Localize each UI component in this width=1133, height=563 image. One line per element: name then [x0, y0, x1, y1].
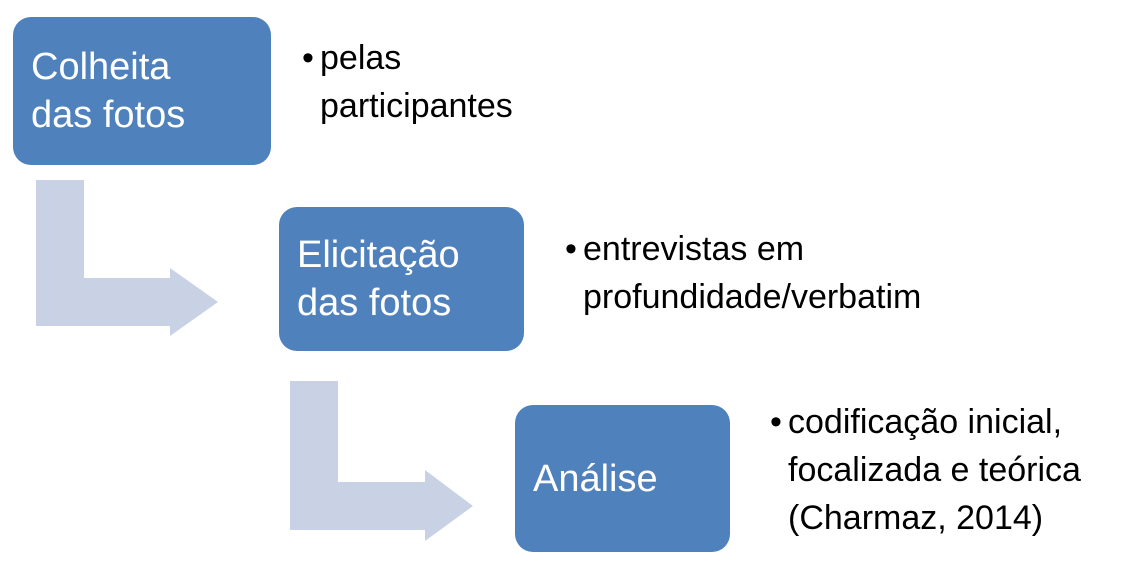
- bullet-icon: •: [770, 403, 782, 441]
- step-title-line: Colheita: [31, 46, 171, 88]
- bent-arrow-1: [36, 180, 218, 336]
- step-title-line: Elicitação: [297, 234, 460, 276]
- step-title-line: das fotos: [297, 282, 452, 324]
- detail-line: participantes: [320, 87, 513, 125]
- detail-line: focalizada e teórica: [788, 451, 1081, 489]
- step-box-colheita: Colheita das fotos: [13, 17, 271, 165]
- bullet-icon: •: [565, 230, 577, 268]
- detail-line: pelas: [320, 39, 402, 77]
- detail-line: (Charmaz, 2014): [788, 499, 1044, 537]
- detail-line: entrevistas em: [583, 230, 805, 268]
- detail-line: profundidade/verbatim: [583, 278, 922, 316]
- step-title-line: Análise: [533, 457, 658, 500]
- step-detail-analise: •codificação inicial, focalizada e teóri…: [770, 398, 1081, 542]
- step-box-analise: Análise: [515, 405, 730, 552]
- detail-line: codificação inicial,: [788, 403, 1063, 441]
- bullet-icon: •: [302, 39, 314, 77]
- step-detail-elicitacao: •entrevistas em profundidade/verbatim: [565, 225, 921, 321]
- step-title-line: das fotos: [31, 94, 186, 136]
- step-detail-colheita: •pelas participantes: [302, 34, 513, 130]
- bent-arrow-2: [290, 381, 473, 541]
- step-box-elicitacao: Elicitação das fotos: [279, 207, 524, 351]
